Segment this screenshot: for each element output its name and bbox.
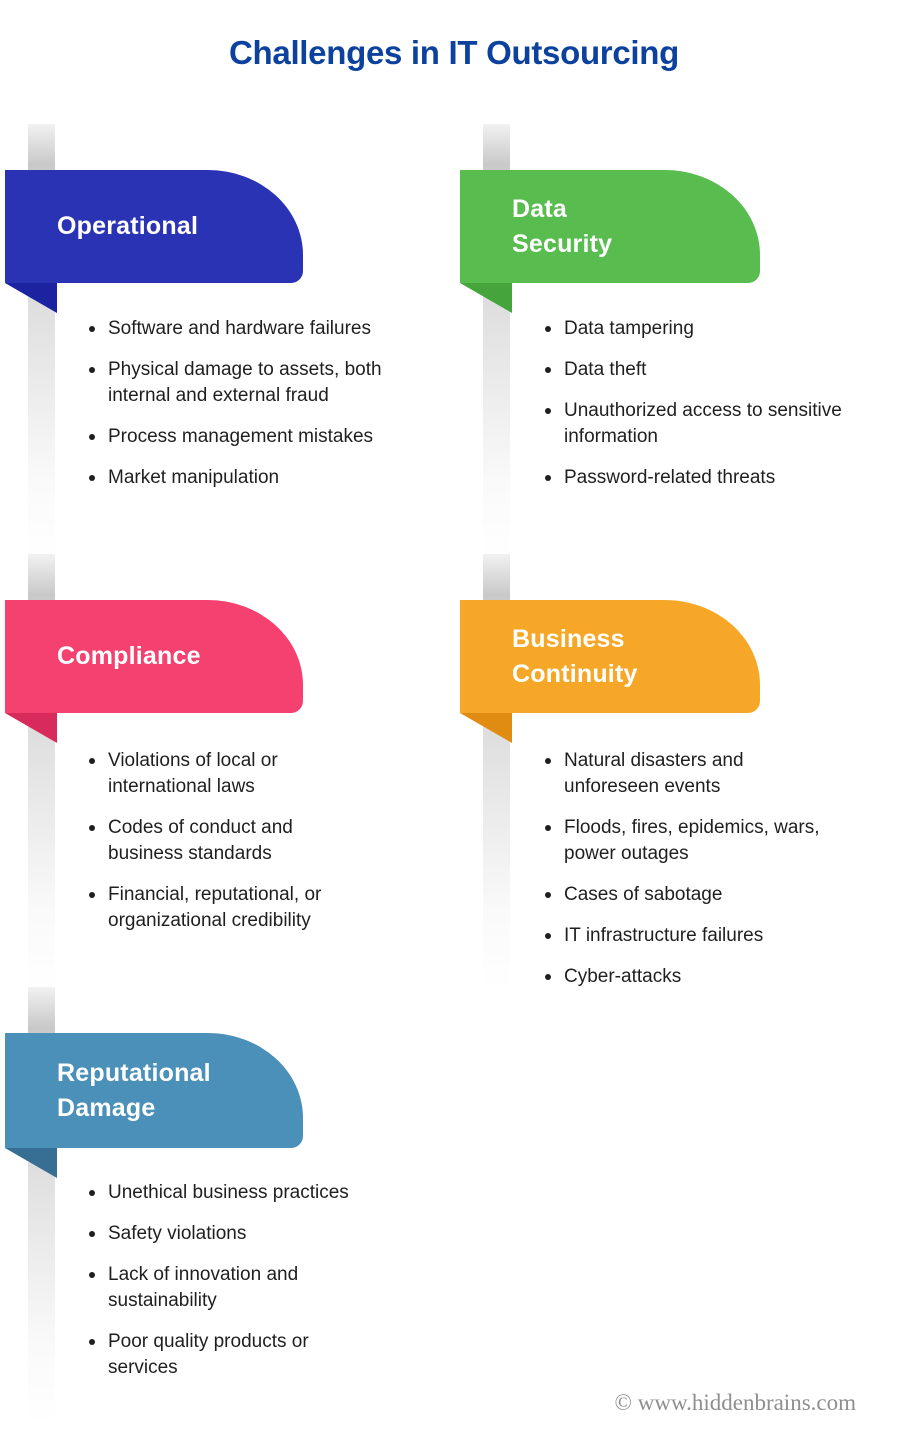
ribbon-fold bbox=[460, 283, 512, 313]
category-title: Data Security bbox=[512, 194, 613, 258]
list-item: Data tampering bbox=[543, 316, 903, 342]
list-item: Password-related threats bbox=[543, 465, 903, 491]
list-item: Market manipulation bbox=[87, 465, 447, 491]
ribbon-fold bbox=[5, 713, 57, 743]
category-title: Business Continuity bbox=[512, 624, 638, 688]
category-card-data-security: Data Security bbox=[460, 170, 760, 283]
ribbon-fold bbox=[460, 713, 512, 743]
list-item: Poor quality products or services bbox=[87, 1329, 447, 1381]
list-item: Physical damage to assets, both internal… bbox=[87, 357, 447, 409]
ribbon-shadow-strip bbox=[483, 554, 510, 1004]
category-card-operational: Operational bbox=[5, 170, 303, 283]
list-item: Process management mistakes bbox=[87, 424, 447, 450]
list-item: Violations of local or international law… bbox=[87, 748, 447, 800]
list-item: Lack of innovation and sustainability bbox=[87, 1262, 447, 1314]
ribbon-shadow-strip bbox=[28, 987, 55, 1437]
list-item: Financial, reputational, or organization… bbox=[87, 882, 447, 934]
category-card-reputational-damage: Reputational Damage bbox=[5, 1033, 303, 1148]
list-item: Cases of sabotage bbox=[543, 882, 903, 908]
ribbon-shadow-strip bbox=[483, 124, 510, 574]
list-item: Unauthorized access to sensitive informa… bbox=[543, 398, 903, 450]
category-title: Reputational Damage bbox=[57, 1058, 211, 1122]
list-item: Safety violations bbox=[87, 1221, 447, 1247]
list-item: Cyber-attacks bbox=[543, 964, 903, 990]
ribbon-shadow-strip bbox=[28, 554, 55, 1004]
list-item: Data theft bbox=[543, 357, 903, 383]
ribbon-fold bbox=[5, 283, 57, 313]
page-title: Challenges in IT Outsourcing bbox=[229, 34, 679, 71]
list-item: Unethical business practices bbox=[87, 1180, 447, 1206]
ribbon-shadow-strip bbox=[28, 124, 55, 574]
list-item: Software and hardware failures bbox=[87, 316, 447, 342]
list-item: Natural disasters and unforeseen events bbox=[543, 748, 903, 800]
list-item: IT infrastructure failures bbox=[543, 923, 903, 949]
list-item: Floods, fires, epidemics, wars, power ou… bbox=[543, 815, 903, 867]
category-title: Compliance bbox=[57, 642, 201, 670]
list-item: Codes of conduct and business standards bbox=[87, 815, 447, 867]
category-title: Operational bbox=[57, 212, 199, 240]
category-card-business-continuity: Business Continuity bbox=[460, 600, 760, 713]
watermark: © www.hiddenbrains.com bbox=[614, 1390, 856, 1415]
category-card-compliance: Compliance bbox=[5, 600, 303, 713]
bullet-list-compliance: Violations of local or international law… bbox=[87, 748, 447, 949]
ribbon-fold bbox=[5, 1148, 57, 1178]
